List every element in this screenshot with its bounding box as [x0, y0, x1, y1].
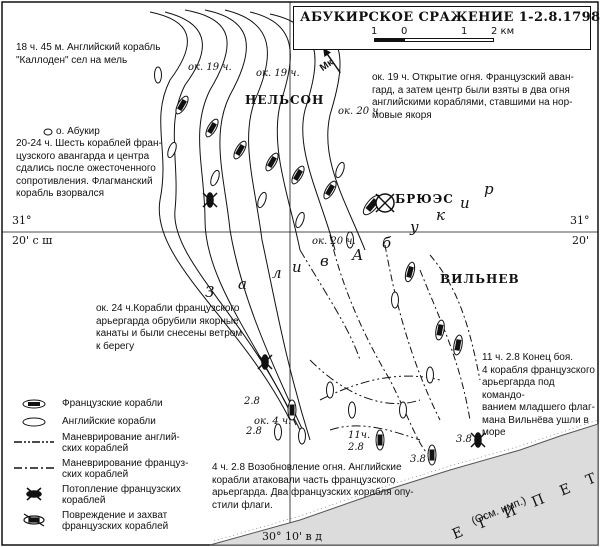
french-ships [175, 95, 463, 466]
lon-bottom: 30° 10' в д [262, 530, 322, 543]
time-label: 2.8 [246, 426, 262, 437]
time-label: ок. 19 ч. [188, 62, 232, 73]
scale-tick-0: 0 [401, 26, 408, 37]
scale-bar-fill [375, 39, 405, 41]
abukir-island-marker [43, 128, 53, 136]
bay-letter: к [436, 206, 445, 224]
lat-right-min: 20' [572, 234, 590, 247]
legend-text: Французские корабли [62, 398, 163, 409]
time-label: 3.8 [410, 454, 426, 465]
legend-text: Потопление французских кораблей [62, 484, 181, 506]
sunk-ships [202, 192, 486, 448]
captured-ship-icon [23, 513, 45, 527]
bay-letter: у [410, 218, 419, 236]
english-ship-icon [22, 417, 46, 427]
note-opening: ок. 19 ч. Открытие огня. Французский ава… [372, 72, 574, 121]
scale-tick-1: 1 [371, 26, 378, 37]
time-label: 2.8 [244, 396, 260, 407]
legend-text: Маневрирование англий- ских кораблей [62, 432, 180, 454]
note-rear: ок. 24 ч.Корабли французского арьергарда… [96, 303, 243, 352]
note-end: 11 ч. 2.8 Конец боя. 4 корабля французск… [482, 352, 595, 438]
legend-text: Английские корабли [62, 416, 156, 427]
note-resume: 4 ч. 2.8 Возобновление огня. Английские … [212, 462, 414, 511]
scale-bar: 1 0 1 2 км [371, 26, 524, 48]
bay-letter: и [460, 194, 470, 212]
english-ships [154, 66, 434, 445]
north-arrow [323, 48, 341, 74]
lat-left-min: 20' с ш [12, 234, 53, 247]
lat-right: 31° [570, 214, 590, 227]
time-label: ок. 20 ч. [338, 106, 382, 117]
french-maneuver-lines [329, 234, 481, 456]
english-maneuver-lines [299, 249, 441, 441]
scale-bar-rule [374, 38, 494, 42]
bay-letter: З [205, 283, 215, 301]
egypt-coast [209, 423, 599, 546]
legend-text: Повреждение и захват французских корабле… [62, 510, 169, 532]
english-maneuver-line-icon [14, 441, 54, 443]
scale-tick-2km: 2 км [491, 26, 515, 37]
nelson-label: НЕЛЬСОН [245, 93, 325, 107]
time-label: ок. 4 ч. [254, 416, 292, 427]
note-culloden: 18 ч. 45 м. Английский корабль "Каллоден… [16, 42, 161, 66]
bay-letter: в [320, 252, 329, 270]
time-label: 2.8 [348, 442, 364, 453]
scale-tick-1b: 1 [461, 26, 468, 37]
map-title: АБУКИРСКОЕ СРАЖЕНИЕ 1-2.8.1798 г. [300, 10, 600, 25]
time-label: ок. 19 ч. [256, 68, 300, 79]
bay-letter: и [292, 258, 302, 276]
bay-letter: б [382, 234, 392, 252]
time-label: 11ч. [348, 430, 371, 441]
french-maneuver-line-icon [14, 467, 54, 469]
legend-text: Маневрирование француз- ских кораблей [62, 458, 189, 480]
brueys-label: БРЮЭС [395, 192, 454, 206]
bay-letter: а [238, 275, 247, 293]
bay-letter: р [484, 180, 494, 198]
bay-letter: л [272, 264, 282, 282]
lat-left: 31° [12, 214, 32, 227]
sunk-ship-icon [26, 487, 42, 501]
bay-letter: А [352, 246, 364, 264]
villeneuve-label: ВИЛЬНЕВ [440, 272, 520, 286]
time-label: ок. 20 ч. [312, 236, 356, 247]
abukir-island-label: о. Абукир [56, 126, 100, 137]
title-box: АБУКИРСКОЕ СРАЖЕНИЕ 1-2.8.1798 г. 1 0 1 … [293, 6, 600, 50]
note-vanguard: 20-24 ч. Шесть кораблей фран- цузского а… [16, 138, 162, 199]
french-ship-icon [22, 399, 46, 409]
time-label: 3.8 [456, 434, 472, 445]
